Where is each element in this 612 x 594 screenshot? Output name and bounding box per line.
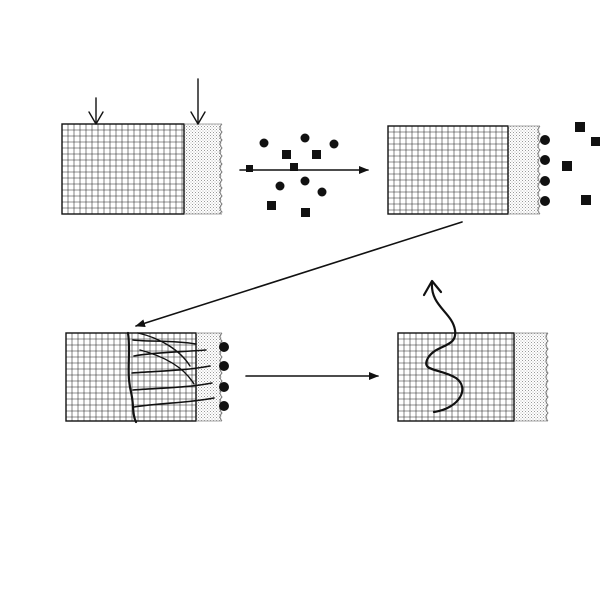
stippled-edge xyxy=(196,333,222,421)
free-square xyxy=(575,122,585,132)
panel-2-block xyxy=(388,126,540,214)
adsorbed-dot xyxy=(219,361,229,371)
stippled-edge xyxy=(514,333,548,421)
free-square xyxy=(591,137,600,146)
irradiation-arrow-right xyxy=(191,79,205,124)
particle-square xyxy=(267,201,276,210)
panel-3-block xyxy=(66,333,222,421)
panel-2-particles xyxy=(540,122,600,206)
free-square xyxy=(581,195,591,205)
grid-background xyxy=(66,333,196,421)
particle-dot xyxy=(276,182,285,191)
irradiation-arrow-left xyxy=(89,98,103,124)
particle-square xyxy=(246,165,253,172)
adsorbed-dot xyxy=(540,155,550,165)
particle-square xyxy=(312,150,321,159)
adsorbed-dot xyxy=(219,342,229,352)
panel-4-block xyxy=(398,333,548,421)
free-square xyxy=(562,161,572,171)
adsorbed-dot xyxy=(219,382,229,392)
particle-dot xyxy=(260,139,269,148)
adsorbed-dot xyxy=(219,401,229,411)
particle-cloud xyxy=(246,134,339,218)
adsorbed-dot xyxy=(540,135,550,145)
particle-square xyxy=(282,150,291,159)
particle-dot xyxy=(318,188,327,197)
particle-dot xyxy=(301,177,310,186)
stippled-edge xyxy=(508,126,540,214)
stippled-edge xyxy=(184,124,222,214)
grid-background xyxy=(62,124,184,214)
adsorbed-dot xyxy=(540,176,550,186)
adsorbed-dot xyxy=(540,196,550,206)
particle-square xyxy=(301,208,310,217)
particle-dot xyxy=(301,134,310,143)
arrow-down-left-icon xyxy=(136,222,462,326)
panel-1-block xyxy=(62,124,222,214)
particle-dot xyxy=(330,140,339,149)
